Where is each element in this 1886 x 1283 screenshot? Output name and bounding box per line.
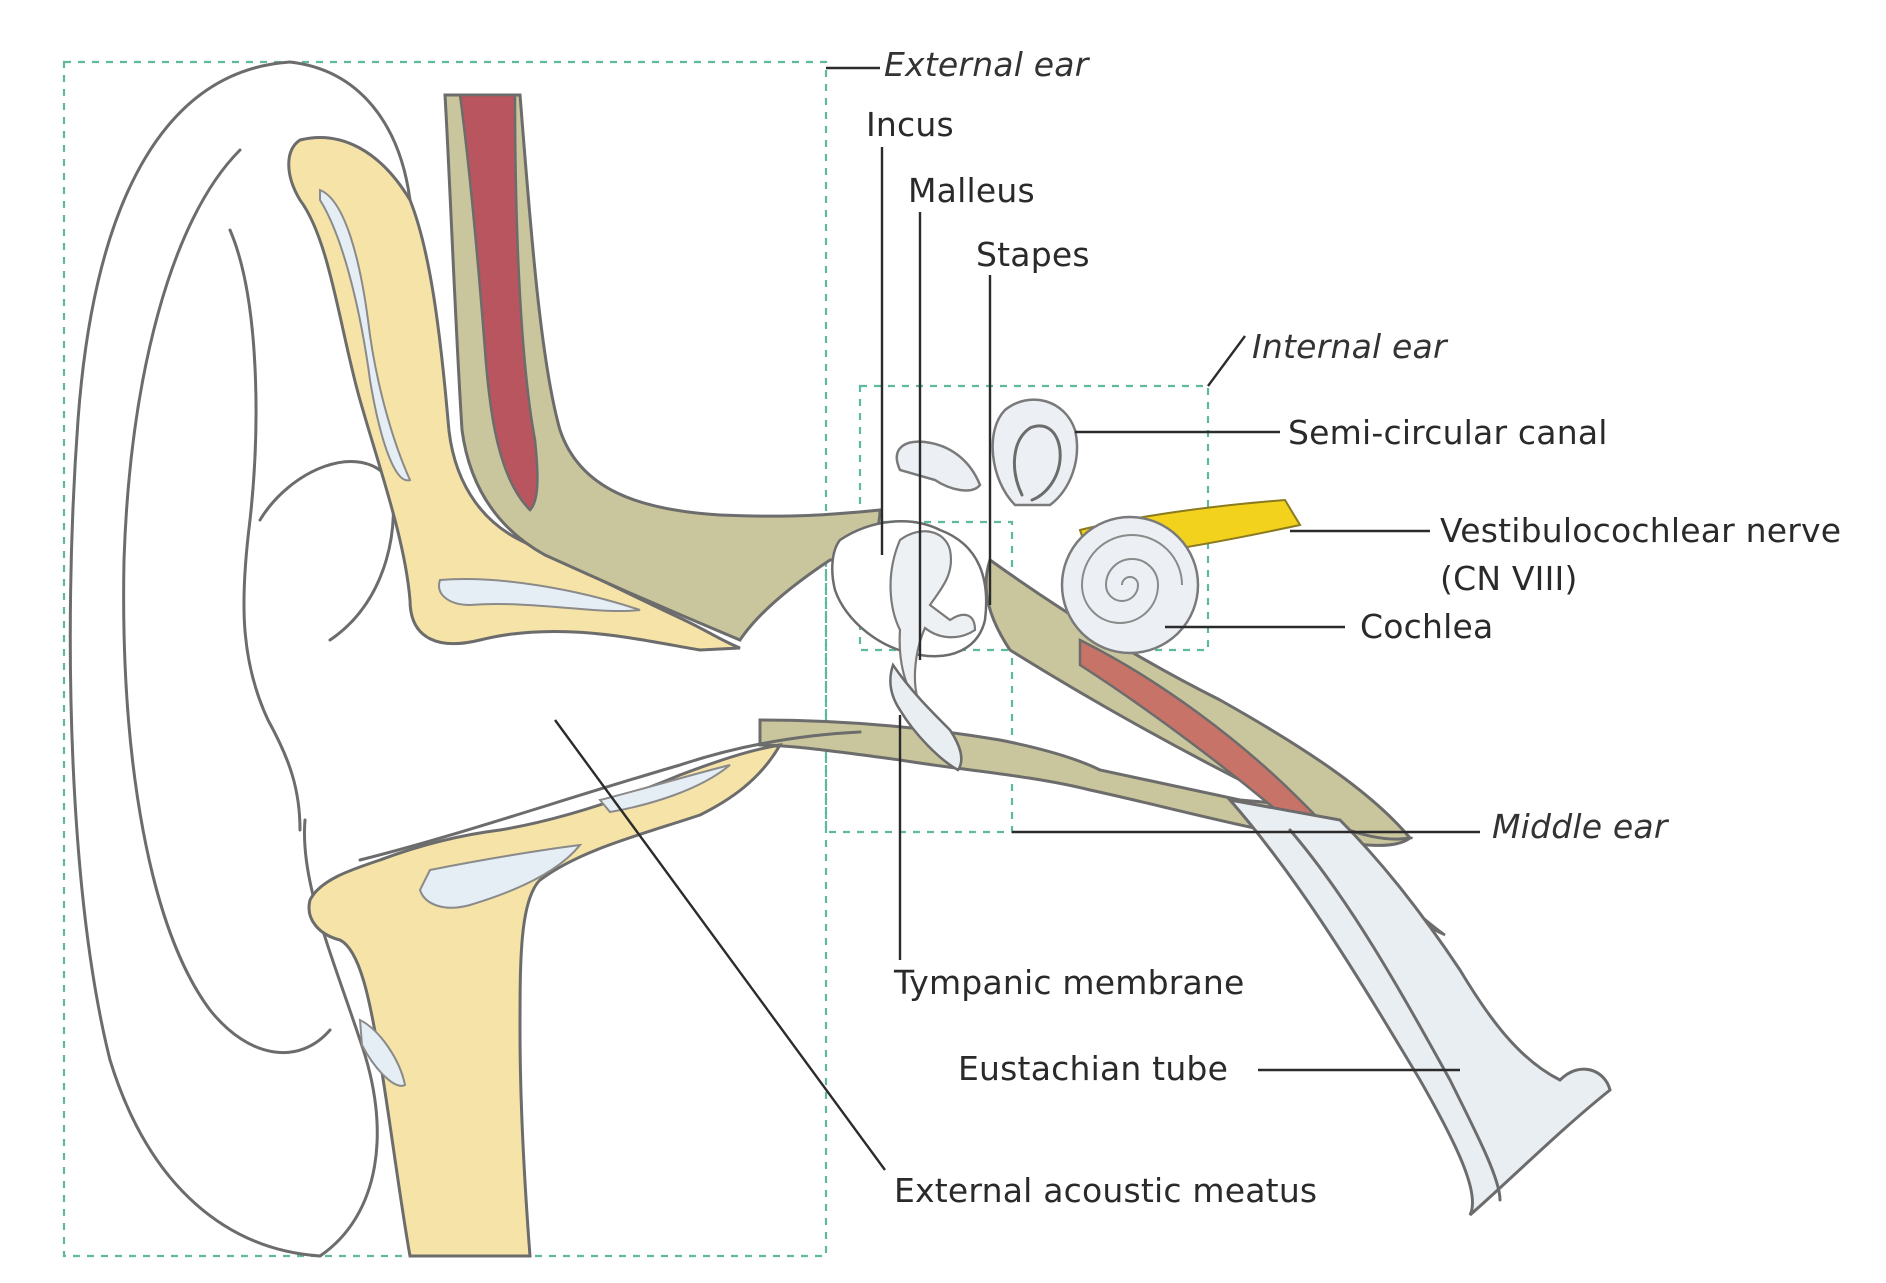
ear-canal-floor	[358, 730, 862, 862]
auricle-outline	[68, 60, 412, 1258]
semicircular-canal-label: Semi-circular canal	[1288, 413, 1608, 452]
eustachian-tube-inner	[1288, 828, 1502, 1202]
lower-cartilage-highlight	[418, 843, 583, 909]
external-ear-label: External ear	[884, 45, 1089, 84]
malleus-label: Malleus	[908, 171, 1035, 210]
leader-external-acoustic-meatus	[554, 719, 886, 1171]
external-acoustic-meatus-label: External acoustic meatus	[894, 1171, 1318, 1210]
upper-cartilage-highlight-2	[438, 578, 641, 613]
temporal-bone-upper	[443, 93, 882, 642]
antihelix-outline	[122, 148, 332, 1054]
incus-label: Incus	[866, 105, 954, 144]
tympanic-membrane-shape	[889, 662, 963, 772]
stapes-label: Stapes	[976, 235, 1090, 274]
cn-viii-label: (CN VIII)	[1440, 559, 1578, 598]
vessel-upper	[458, 93, 539, 512]
eustachian-tube-label: Eustachian tube	[958, 1049, 1229, 1088]
leader-internal-ear	[1207, 335, 1246, 387]
upper-cartilage-highlight	[319, 188, 412, 482]
internal-ear-label: Internal ear	[1252, 327, 1447, 366]
lower-cartilage-highlight-2	[358, 1018, 407, 1087]
tympanic-membrane-label: Tympanic membrane	[894, 963, 1245, 1002]
ossicles	[889, 530, 977, 703]
lower-cartilage	[307, 743, 783, 1258]
cochlea-spiral	[1080, 534, 1183, 624]
semicircular-canal-shape	[895, 398, 1079, 507]
semicircular-canal-inner	[1012, 424, 1062, 502]
upper-cartilage	[287, 136, 741, 652]
cochlea-label: Cochlea	[1360, 607, 1494, 646]
eustachian-tube-shape	[1226, 797, 1612, 1217]
lower-cartilage-highlight-3	[598, 764, 731, 814]
vestibulocochlear-nerve-label: Vestibulocochlear nerve	[1440, 511, 1842, 550]
middle-ear-region-box	[824, 520, 1014, 834]
middle-ear-label: Middle ear	[1492, 807, 1668, 846]
